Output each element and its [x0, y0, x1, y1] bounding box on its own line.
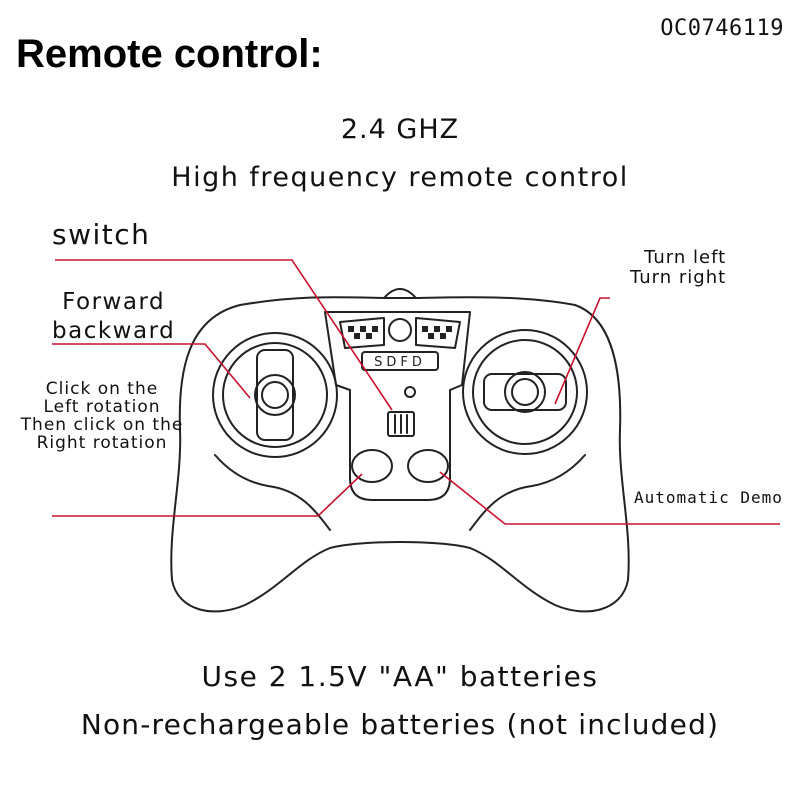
right-flag-emblem — [415, 317, 461, 349]
controller-body-outline — [170, 296, 630, 613]
switch-leader-line — [55, 259, 393, 411]
center-plate — [324, 311, 471, 501]
rotation-label: Click on the Left rotation Then click on… — [20, 379, 184, 453]
left-joystick-track — [256, 349, 294, 441]
right-joystick-well-inner — [472, 339, 578, 445]
right-joystick-track — [483, 373, 567, 411]
forward-backward-label: Forward backward — [52, 289, 176, 344]
product-code: OC0746119 — [660, 16, 784, 41]
forward-leader-line — [52, 343, 251, 399]
rotation-button — [351, 449, 393, 483]
indicator-light — [404, 386, 416, 398]
left-joystick-well — [212, 332, 338, 458]
rotation-leader-line — [52, 473, 363, 517]
emblem-badge — [361, 351, 439, 371]
battery-note: Non-rechargeable batteries (not included… — [80, 708, 720, 741]
demo-label: Automatic Demo — [634, 488, 783, 507]
right-joystick-knob — [504, 371, 546, 413]
left-flag-emblem — [339, 317, 385, 349]
page-title: Remote control: — [16, 32, 323, 76]
demo-button — [407, 449, 449, 483]
battery-requirement: Use 2 1.5V "AA" batteries — [201, 660, 599, 693]
turn-leader-line — [554, 297, 610, 405]
left-joystick-knob — [254, 374, 296, 416]
turn-label: Turn left Turn right — [630, 247, 727, 288]
right-joystick-knob-center — [511, 378, 539, 406]
left-joystick-knob-center — [261, 381, 289, 409]
demo-leader-line — [439, 471, 780, 525]
antenna-nub — [383, 288, 417, 299]
power-switch — [387, 411, 415, 437]
emblem-helmet — [388, 318, 412, 342]
left-grip-line — [214, 454, 331, 531]
switch-label: switch — [52, 218, 151, 251]
emblem-text: SDFD — [374, 355, 426, 370]
right-grip-line — [469, 454, 586, 531]
left-joystick-well-inner — [222, 342, 328, 448]
description-subtitle: High frequency remote control — [171, 162, 629, 193]
right-joystick-well — [462, 329, 588, 455]
frequency-subtitle: 2.4 GHZ — [340, 114, 460, 145]
